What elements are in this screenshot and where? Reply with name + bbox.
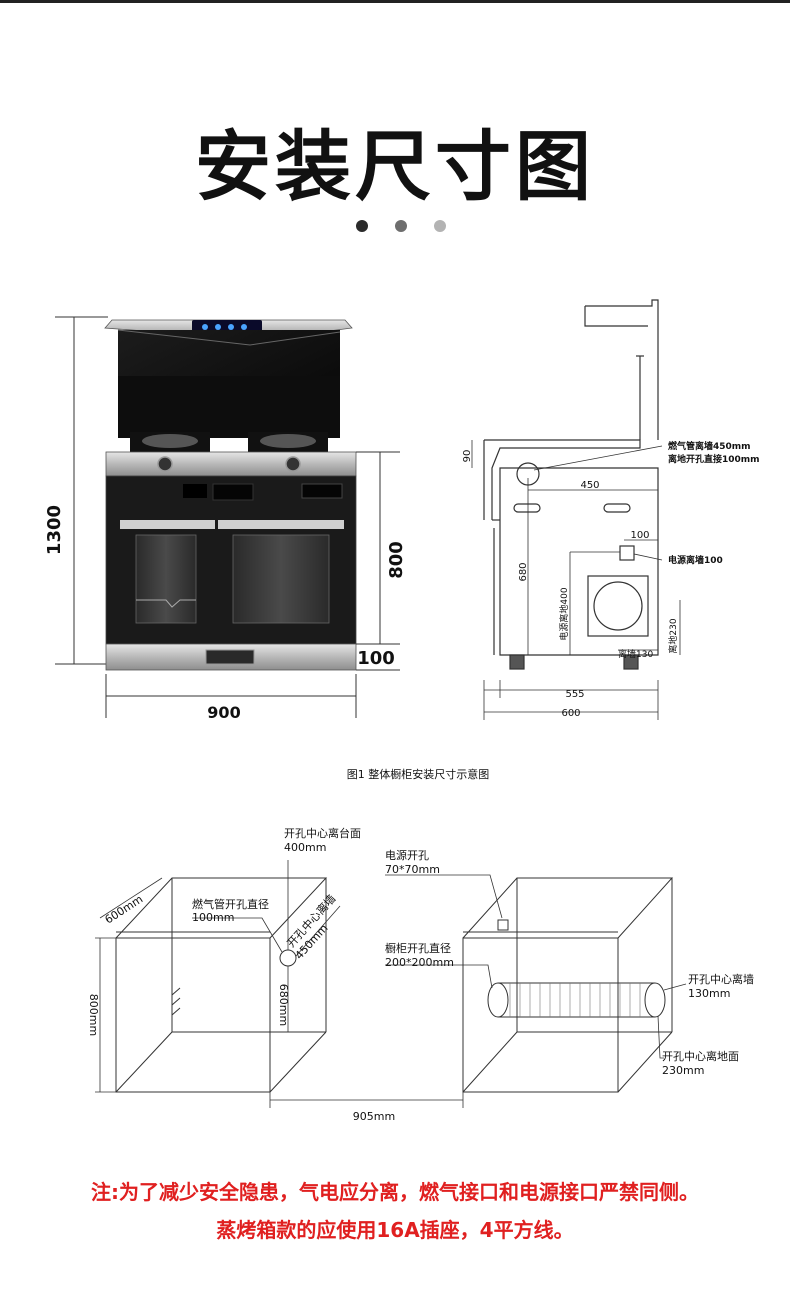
top-border — [0, 0, 790, 3]
side-dim-680: 680 — [518, 562, 529, 581]
fig2-cab-hole-2: 200*200mm — [385, 956, 454, 969]
dim-1300-label: 1300 — [44, 505, 65, 555]
fig2-dim-905mm: 905mm — [353, 1110, 395, 1123]
fig2-cab-hole-1: 橱柜开孔直径 — [385, 941, 451, 955]
side-dim-90: 90 — [462, 450, 473, 463]
figure1-diagram: 1300 — [44, 299, 760, 781]
dim-1300 — [55, 316, 108, 665]
range-hood — [104, 319, 353, 438]
dim-900-label: 900 — [207, 703, 240, 722]
dot-2[interactable] — [395, 220, 407, 232]
fig2-floor-2: 230mm — [662, 1064, 704, 1077]
gas-pipe-note-2: 离地开孔直接100mm — [668, 453, 760, 465]
side-power-note: 电源离墙100 — [668, 554, 723, 566]
gas-burners — [130, 432, 328, 454]
side-dim-600: 600 — [561, 708, 580, 719]
dot-1[interactable] — [356, 220, 368, 232]
dim-800 — [356, 451, 400, 671]
fig2-gas-diam-1: 燃气管开孔直径 — [192, 897, 269, 911]
dim-100-label: 100 — [357, 648, 395, 669]
dim-800-label: 800 — [386, 541, 407, 579]
gas-pipe-note-1: 燃气管离墙450mm — [668, 440, 751, 452]
fig2-gas-diam-2: 100mm — [192, 911, 234, 924]
side-view — [483, 299, 659, 670]
fig2-power-hole-2: 70*70mm — [385, 863, 440, 876]
fig2-right-wall-1: 开孔中心离墙 — [688, 972, 754, 986]
figure2-diagram: 开孔中心离台面 400mm 电源开孔 70*70mm 燃气管开孔直径 100mm… — [87, 826, 754, 1123]
side-dim-100: 100 — [630, 530, 649, 541]
cabinet-wireframe — [115, 877, 674, 1093]
fig2-dim-600mm: 600mm — [103, 893, 146, 927]
safety-note-line2: 蒸烤箱款的应使用16A插座，4平方线。 — [216, 1218, 574, 1242]
page-title: 安装尺寸图 — [195, 122, 595, 211]
side-dim-230: 离地230 — [667, 618, 679, 653]
safety-note-line1: 注:为了减少安全隐患，气电应分离，燃气接口和电源接口严禁同侧。 — [91, 1180, 699, 1204]
dot-3[interactable] — [434, 220, 446, 232]
fig2-dim-800mm: 800mm — [87, 994, 100, 1036]
plinth — [105, 643, 357, 671]
oven-body — [105, 475, 357, 645]
fig2-floor-1: 开孔中心离地面 — [662, 1049, 739, 1063]
side-view-dims — [471, 440, 681, 720]
fig2-dim-680mm: 680mm — [277, 984, 290, 1026]
fig2-hole-center-top-2: 400mm — [284, 841, 326, 854]
dim-900 — [105, 674, 357, 718]
figure1-caption: 图1 整体橱柜安装尺寸示意图 — [347, 767, 490, 781]
side-dim-400: 电源离地400 — [558, 587, 570, 640]
duct-ribs — [509, 983, 641, 1017]
cooktop-panel — [105, 451, 357, 477]
side-dim-450: 450 — [580, 480, 599, 491]
fig2-hole-center-top-1: 开孔中心离台面 — [284, 826, 361, 840]
side-dim-555: 555 — [565, 689, 584, 700]
figure2-dim-lines — [95, 860, 687, 1108]
side-dim-130: 离墙130 — [618, 648, 653, 660]
fig2-power-hole-1: 电源开孔 — [385, 848, 429, 862]
fig2-right-wall-2: 130mm — [688, 987, 730, 1000]
